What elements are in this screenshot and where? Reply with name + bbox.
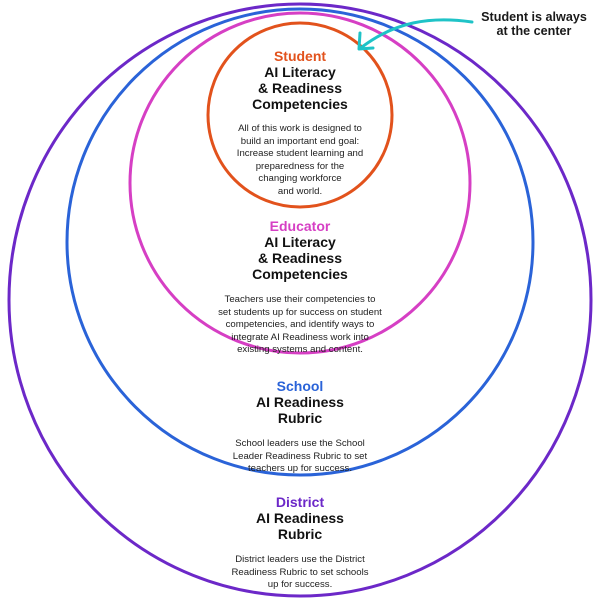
school-heading: School [276,378,324,394]
callout-line-2: at the center [496,24,572,38]
educator-title-line-2: & Readiness [257,250,343,266]
student-desc-line: preparedness for the [255,160,345,172]
district-title-line-2: Rubric [277,526,323,542]
educator-desc-line: existing systems and content. [237,344,363,355]
student-section: Student AI Literacy & Readiness Competen… [0,48,600,198]
school-ring [65,7,535,477]
district-desc-line: up for success. [267,579,333,590]
educator-ring [128,11,472,355]
educator-title-line-3: Competencies [252,266,348,282]
student-description: All of this work is designed to build an… [215,123,385,198]
educator-desc-line: Teachers use their competencies to [224,294,376,305]
callout-line-1: Student is always [481,10,587,24]
school-desc-line: Leader Readiness Rubric to set [232,450,368,462]
school-description: School leaders use the School Leader Rea… [200,438,400,476]
district-section: District AI Readiness Rubric District le… [0,494,600,592]
educator-section: Educator AI Literacy & Readiness Compete… [0,218,600,357]
district-desc-line: Readiness Rubric to set schools [231,566,369,578]
district-title-line-1: AI Readiness [256,510,344,526]
district-description: District leaders use the District Readin… [190,554,410,592]
educator-desc-line: competencies, and identify ways to [225,319,375,330]
student-title-line-2: & Readiness [257,80,343,96]
student-heading: Student [273,48,327,64]
school-desc-line: teachers up for success. [248,463,352,474]
school-title-line-1: AI Readiness [256,394,344,410]
student-title-line-1: AI Literacy [264,64,336,80]
district-heading: District [275,494,325,510]
student-desc-line: changing workforce [258,173,342,184]
educator-heading: Educator [269,218,331,234]
school-desc-line: School leaders use the School [235,438,365,449]
student-title-line-3: Competencies [252,96,348,112]
student-desc-line: build an important end goal: [240,135,360,147]
district-ring [7,2,593,598]
school-section: School AI Readiness Rubric School leader… [0,378,600,476]
student-ring [206,21,394,209]
student-desc-line: and world. [277,185,323,197]
educator-desc-line: integrate AI Readiness work into [231,331,369,343]
student-desc-line: All of this work is designed to [238,123,362,134]
educator-desc-line: set students up for success on student [218,306,382,318]
district-desc-line: District leaders use the District [235,554,365,565]
school-title-line-2: Rubric [277,410,323,426]
educator-description: Teachers use their competencies to set s… [185,294,415,357]
callout-text: Student is always at the center [472,10,596,38]
student-desc-line: Increase student learning and [236,148,364,159]
educator-title-line-1: AI Literacy [264,234,336,250]
